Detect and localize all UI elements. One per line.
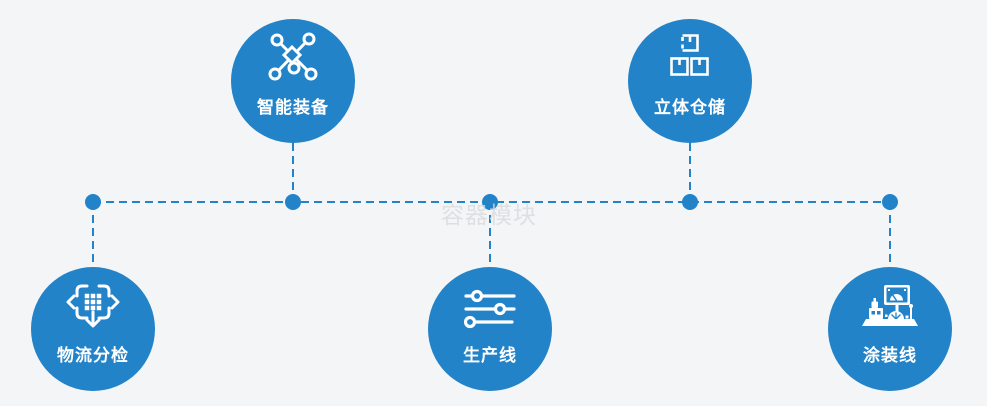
node-painting-line: 涂装线 (828, 267, 952, 391)
node-label: 生产线 (463, 346, 517, 365)
junction-dots (85, 194, 898, 210)
node-label: 物流分检 (57, 346, 129, 365)
stacked-boxes-icon (670, 34, 709, 76)
node-smart-equipment: 智能装备 (231, 19, 355, 143)
node-label: 立体仓储 (654, 98, 726, 117)
node-logistics-sorting: 物流分检 (31, 267, 155, 391)
node-warehouse: 立体仓储 (628, 19, 752, 143)
painting-station-icon (862, 285, 918, 326)
sliders-icon (464, 289, 516, 329)
sorting-arrows-icon (66, 284, 120, 328)
node-label: 涂装线 (863, 346, 917, 365)
node-production-line: 生产线 (428, 267, 552, 391)
node-label: 智能装备 (257, 98, 329, 117)
network-nodes-icon (268, 32, 318, 81)
watermark: 容器模块 (441, 202, 537, 228)
